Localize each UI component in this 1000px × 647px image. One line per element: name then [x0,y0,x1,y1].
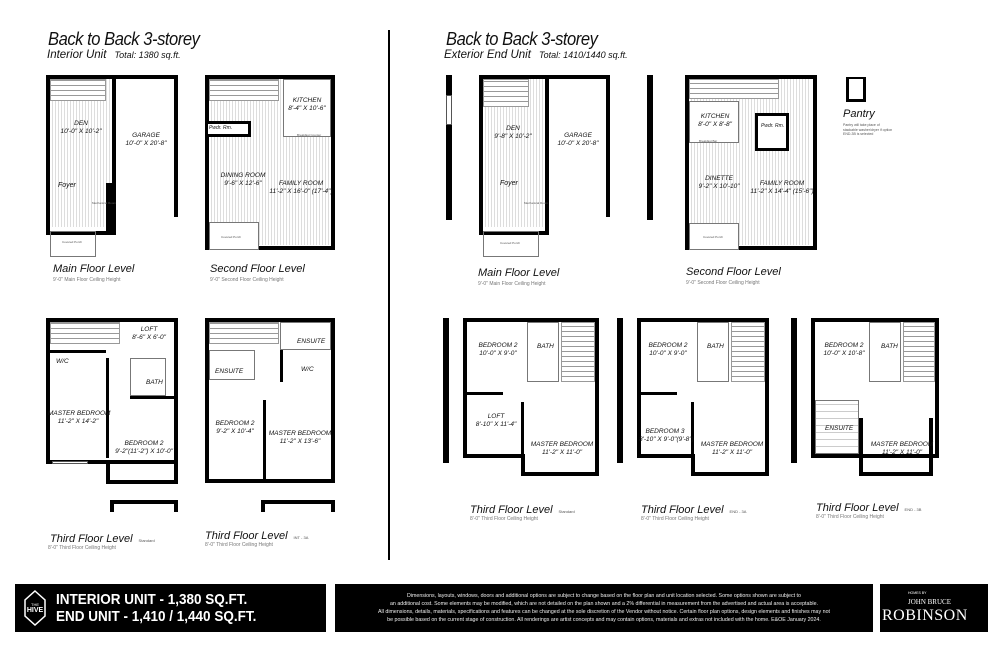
room-wic: W/C [301,366,314,373]
interior-third-floor-standard-ceiling: 8'-0" Third Floor Ceiling Height [48,545,116,551]
room-bath: BATH [537,343,554,350]
interior-third-floor-3a-plan: ENSUITE ENSUITE W/C BEDROOM 29'-2" x 10'… [205,318,335,523]
interior-subtitle: Interior Unit Total: 1380 sq.ft. [47,49,181,61]
disclaimer: Dimensions, layouts, windows, doors and … [335,584,873,632]
room-powder: Pwdr. Rm. [209,125,233,131]
interior-main-floor-ceiling: 9'-0" Main Floor Ceiling Height [53,277,121,283]
exterior-third-floor-standard-plan: BEDROOM 210'-0" x 9'-0" BATH LOFT8'-10" … [443,318,603,503]
exterior-subtitle: Exterior End Unit Total: 1410/1440 sq.ft. [444,49,628,61]
room-bedroom-2: BEDROOM 210'-0" x 9'-0" [478,342,518,357]
interior-unit-sqft: INTERIOR UNIT - 1,380 SQ.FT. [56,591,248,608]
interior-main-floor-label: Main Floor Level [53,263,135,275]
room-bedroom-2: BEDROOM 210'-0" x 9'-0" [648,342,688,357]
room-bedroom-2: BEDROOM 29'-2" x 10'-4" [215,420,255,435]
exterior-third-floor-3b-plan: BEDROOM 210'-0" x 10'-8" BATH ENSUITE MA… [791,318,951,503]
room-wic: W/C [56,358,69,365]
disclaimer-line: All dimensions, details, materials, spec… [378,609,830,615]
pantry-plan [846,77,866,102]
room-mechanical: Mechanical Room [524,201,549,205]
room-bath: BATH [881,343,898,350]
room-powder: Pwdr. Rm. [761,123,785,129]
exterior-unit-name: Exterior End Unit [444,49,531,61]
covered-porch: Covered Porch [221,235,242,239]
interior-total: Total: 1380 sq.ft. [114,50,181,60]
covered-porch: Covered Porch [500,241,521,245]
interior-title: Back to Back 3-storey [48,29,200,49]
interior-unit-name: Interior Unit [47,49,107,61]
room-bedroom-3: BEDROOM 38'-10" x 9'-0"(9'-8") [639,428,694,443]
exterior-third-floor-standard-ceiling: 8'-0" Third Floor Ceiling Height [470,516,538,522]
covered-porch: Covered Porch [703,235,724,239]
exterior-total: Total: 1410/1440 sq.ft. [538,50,628,60]
builder-logo: HOMES BY JOHN BRUCE ROBINSON [880,584,988,632]
room-ensuite: ENSUITE [825,425,854,432]
interior-second-floor-ceiling: 9'-0" Second Floor Ceiling Height [210,277,284,283]
interior-second-floor-label: Second Floor Level [210,263,305,275]
breakfast-bar: Breakfast Bar [699,139,718,143]
breakfast-counter: Breakfast Counter [297,133,322,137]
exterior-third-floor-3a-plan: BEDROOM 210'-0" x 9'-0" BATH BEDROOM 38'… [617,318,777,503]
exterior-main-floor-label: Main Floor Level [478,267,560,279]
exterior-third-floor-3a-ceiling: 8'-0" Third Floor Ceiling Height [641,516,709,522]
unit-summary-banner: THE HIVE INTERIOR UNIT - 1,380 SQ.FT. EN… [15,584,326,632]
room-foyer: Foyer [500,180,518,187]
interior-third-floor-3a-ceiling: 8'-0" Third Floor Ceiling Height [205,542,273,548]
room-bedroom-2: BEDROOM 210'-0" x 10'-8" [823,342,865,357]
room-ensuite-1: ENSUITE [215,368,244,375]
pantry-label: Pantry [843,108,875,120]
room-ensuite-2: ENSUITE [297,338,326,345]
room-bath: BATH [707,343,724,350]
the-hive-logo: THE HIVE [24,589,46,627]
covered-porch: Covered Porch [62,240,83,244]
room-mechanical: Mechanical Room [92,201,117,205]
exterior-second-floor-ceiling: 9'-0" Second Floor Ceiling Height [686,280,760,286]
exterior-third-floor-3b-ceiling: 8'-0" Third Floor Ceiling Height [816,514,884,520]
section-divider [388,30,390,560]
disclaimer-line: Dimensions, layouts, windows, doors and … [407,593,801,599]
disclaimer-line: be possible based on the current stage o… [387,617,821,623]
exterior-second-floor-label: Second Floor Level [686,266,781,278]
end-unit-sqft: END UNIT - 1,410 / 1,440 SQ.FT. [56,608,257,625]
disclaimer-line: an additional cost. Some elements may be… [389,601,819,607]
room-foyer: Foyer [58,182,76,189]
exterior-main-floor-ceiling: 9'-0" Main Floor Ceiling Height [478,281,546,287]
exterior-title: Back to Back 3-storey [446,29,598,49]
room-bath: BATH [146,379,163,386]
pantry-note: Pantry will take place of stackable wash… [843,123,893,136]
room-bedroom-2: BEDROOM 29'-2"(11'-2") x 10'-0" [115,440,173,455]
